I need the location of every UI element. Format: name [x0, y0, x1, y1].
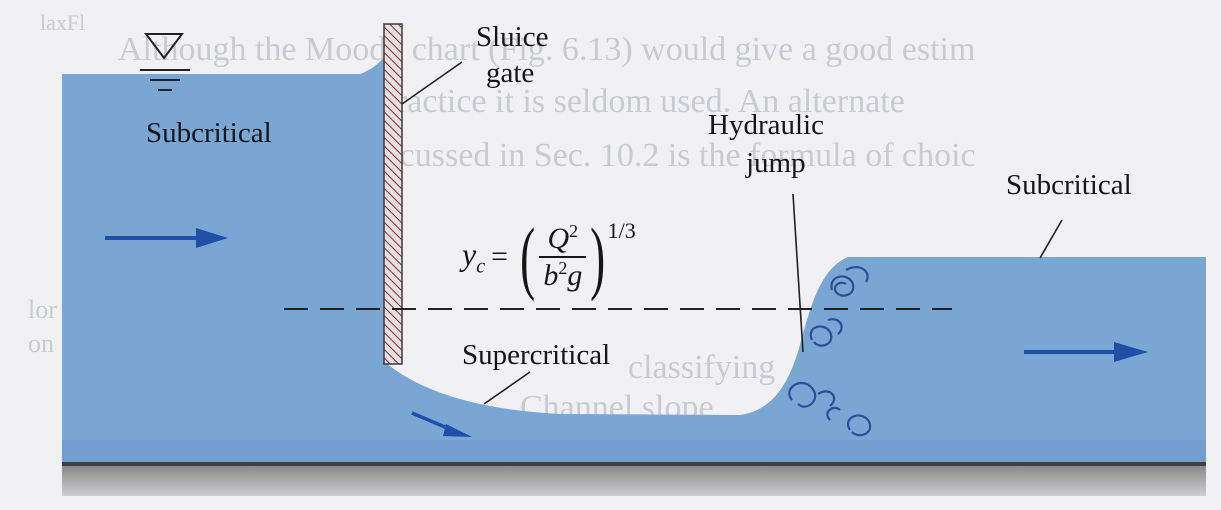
formula-denominator: b2g	[539, 256, 587, 293]
channel-bed-line	[62, 462, 1206, 466]
sluice-gate-label-line2: gate	[486, 57, 535, 89]
bg-text-side-left1: lor	[28, 295, 57, 324]
supercritical-label: Supercritical	[462, 339, 611, 371]
formula-exponent: 1/3	[607, 218, 636, 243]
formula-numerator: Q2	[547, 221, 579, 255]
water-body	[62, 56, 1206, 463]
free-surface-symbol	[140, 33, 190, 91]
supercritical-leader	[483, 371, 531, 405]
sluice-gate-leader	[401, 61, 463, 105]
formula-equals: =	[491, 240, 509, 273]
sluice-gate	[383, 23, 403, 365]
leader-lines	[401, 61, 1063, 405]
hydraulic-jump-leader	[792, 193, 804, 353]
arrow-supercritical-icon	[411, 411, 472, 437]
subcritical-left-label: Subcritical	[146, 117, 272, 149]
water-bottom-shade	[62, 440, 1206, 463]
hydraulic-jump-label-line1: Hydraulic	[708, 109, 824, 141]
arrow-left-icon	[105, 228, 228, 248]
channel-bed	[62, 466, 1206, 496]
bg-text-mid: classifying	[628, 349, 775, 386]
subcritical-right-leader	[1039, 219, 1063, 259]
formula-lhs: yc	[462, 235, 486, 278]
arrow-right-icon	[1024, 342, 1148, 362]
bg-text-line3: discussed in Sec. 10.2 is the formula of…	[360, 137, 976, 174]
bg-text-line1: Although the Moody chart (Fig. 6.13) wou…	[118, 31, 975, 68]
flow-arrows	[105, 228, 1148, 437]
jump-swirls-icon	[788, 266, 872, 437]
critical-depth-formula: yc = ( Q2 b2g ) 1/3	[462, 212, 636, 302]
sluice-gate-label-line1: Sluice	[476, 21, 549, 53]
formula-open-paren: (	[520, 211, 536, 302]
hydraulic-jump-label-line2: jump	[746, 147, 806, 179]
formula-fraction: Q2 b2g	[539, 221, 587, 293]
formula-close-paren: )	[590, 211, 606, 302]
subcritical-right-label: Subcritical	[1006, 169, 1132, 201]
bg-text-side-left2: on	[28, 329, 54, 358]
bg-text-side-top: laxFl	[40, 10, 85, 35]
